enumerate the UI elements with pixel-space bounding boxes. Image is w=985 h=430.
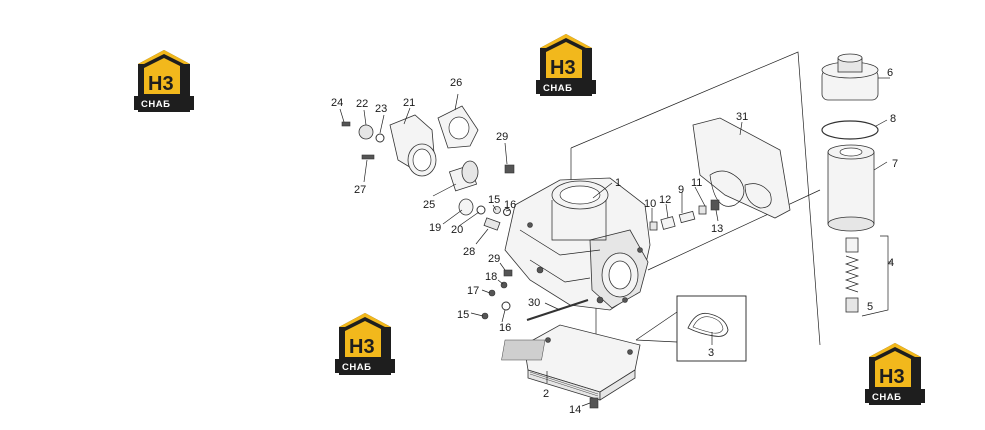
gasket-plate xyxy=(692,117,791,219)
callout-13: 13 xyxy=(711,223,723,235)
valve-parts-row xyxy=(649,199,720,231)
small-parts xyxy=(341,121,599,409)
callout-2: 2 xyxy=(543,388,549,400)
callout-7: 7 xyxy=(892,158,898,170)
callout-11: 11 xyxy=(691,177,702,189)
callout-15b: 15 xyxy=(488,194,500,206)
callout-31: 31 xyxy=(736,111,748,123)
callout-10: 10 xyxy=(644,198,656,210)
detail-inset xyxy=(635,295,747,362)
oil-filter-housing xyxy=(504,177,651,311)
callout-15a: 15 xyxy=(457,309,469,321)
callout-29b: 29 xyxy=(488,253,500,265)
callout-25: 25 xyxy=(423,199,435,211)
callout-29a: 29 xyxy=(496,131,508,143)
callout-labels: 1 2 3 4 5 6 7 8 9 10 11 12 13 14 15 15 1… xyxy=(331,67,898,416)
elbow-flange xyxy=(389,114,437,177)
flange-plate xyxy=(437,105,479,149)
callout-17: 17 xyxy=(467,285,479,297)
callout-6: 6 xyxy=(887,67,893,79)
callout-3: 3 xyxy=(708,347,714,359)
callout-18: 18 xyxy=(485,271,497,283)
logo-letters: H3 xyxy=(879,366,905,388)
callout-14: 14 xyxy=(569,404,581,416)
callout-19: 19 xyxy=(429,222,441,234)
callout-24: 24 xyxy=(331,97,343,109)
logo-word: СНАБ xyxy=(543,83,572,94)
callout-23: 23 xyxy=(375,103,387,115)
callout-9: 9 xyxy=(678,184,684,196)
sealing-ring xyxy=(821,120,879,140)
filter-element xyxy=(827,144,875,232)
callout-26: 26 xyxy=(450,77,462,89)
callout-30: 30 xyxy=(528,297,540,309)
callout-20: 20 xyxy=(451,224,463,236)
logo-word: СНАБ xyxy=(872,392,901,403)
callout-22: 22 xyxy=(356,98,368,110)
callout-28: 28 xyxy=(463,246,475,258)
callout-16b: 16 xyxy=(504,199,516,211)
callout-21: 21 xyxy=(403,97,415,109)
spring-valve xyxy=(844,237,860,313)
brand-logo-bottomright: H3 СНАБ xyxy=(865,343,925,405)
brand-logo-bottomleft: H3 СНАБ xyxy=(335,313,395,375)
callout-1: 1 xyxy=(615,177,621,189)
logo-word: СНАБ xyxy=(141,99,170,110)
pipe-sleeve xyxy=(448,160,479,192)
callout-8: 8 xyxy=(890,113,896,125)
callout-12: 12 xyxy=(659,194,671,206)
leader-lines xyxy=(339,77,890,407)
logo-word: СНАБ xyxy=(342,362,371,373)
callout-5: 5 xyxy=(867,301,873,313)
brand-logo-topleft: H3 СНАБ xyxy=(134,50,194,112)
callout-16a: 16 xyxy=(499,322,511,334)
logo-letters: H3 xyxy=(148,73,174,95)
oil-cooler xyxy=(501,324,641,401)
filter-cap xyxy=(821,53,879,101)
callout-4: 4 xyxy=(888,257,894,269)
callout-27: 27 xyxy=(354,184,366,196)
logo-letters: H3 xyxy=(550,57,576,79)
brand-logo-topcenter: H3 СНАБ xyxy=(536,34,596,96)
logo-letters: H3 xyxy=(349,336,375,358)
